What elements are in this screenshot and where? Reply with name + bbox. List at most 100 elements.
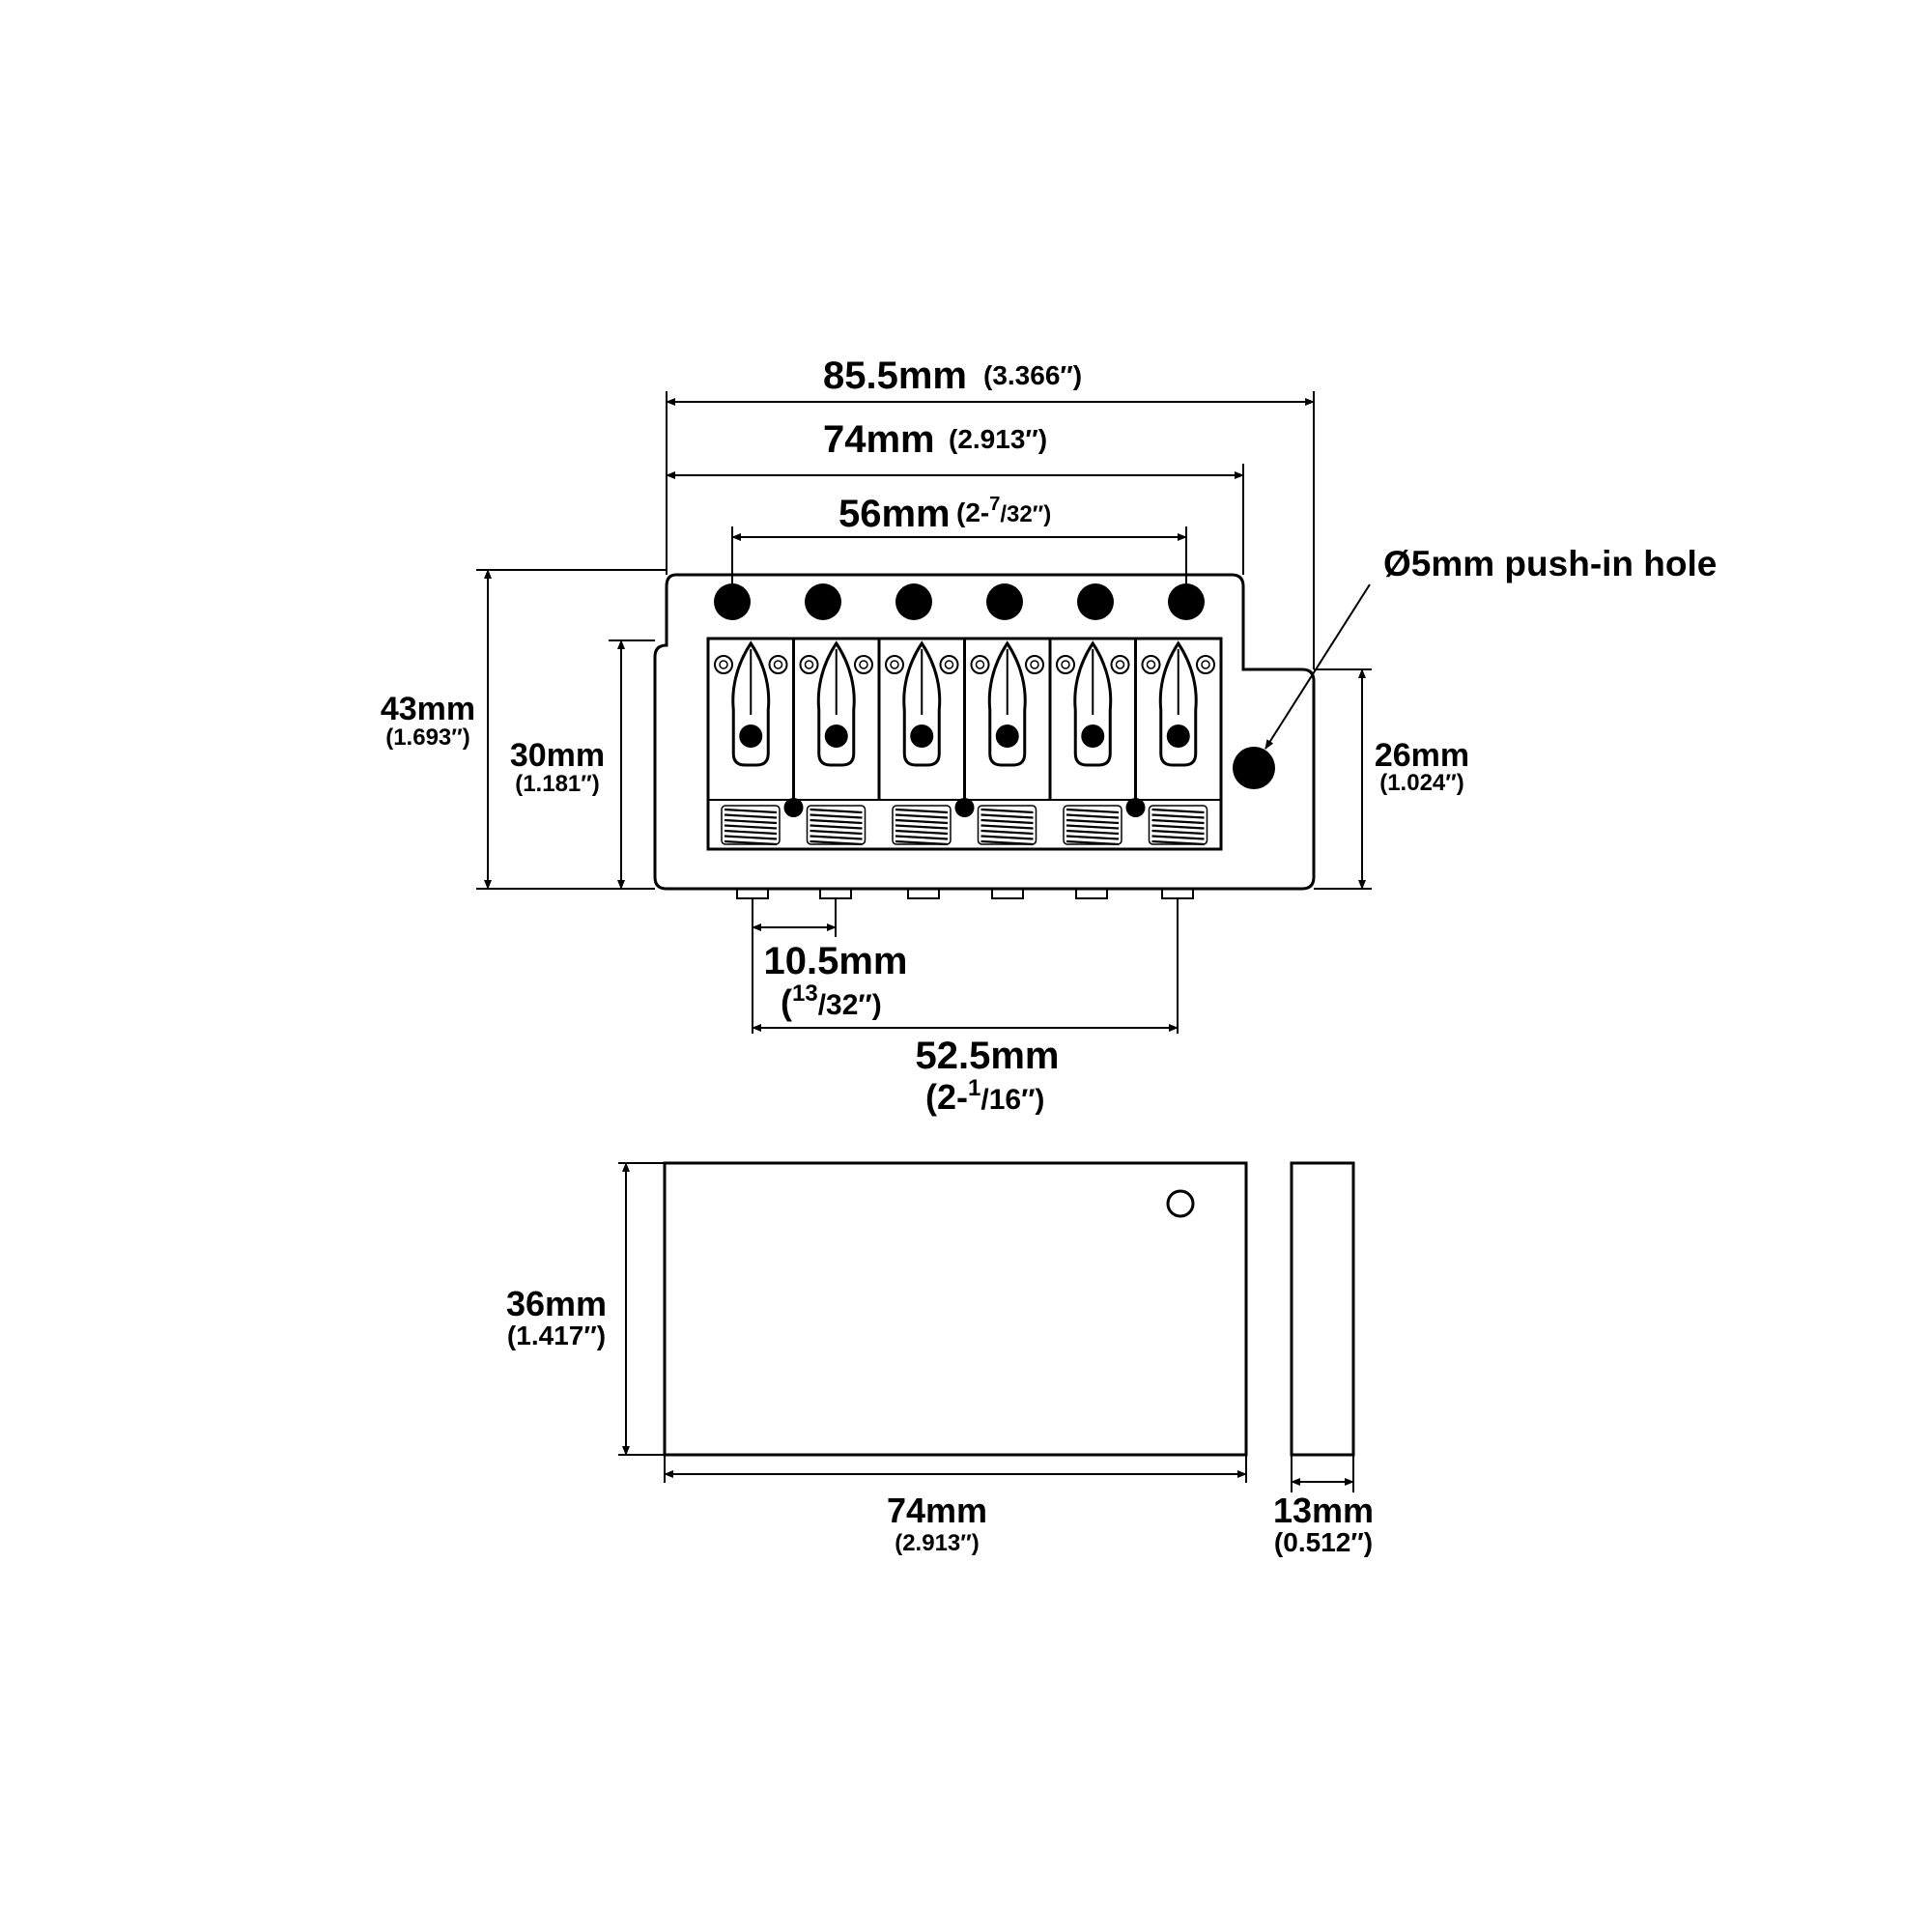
string-hole (1168, 583, 1205, 620)
screw (991, 888, 1024, 899)
block-dimension-lines (618, 1162, 1354, 1492)
block-screw-hole (1166, 1189, 1195, 1218)
saddle-groove (731, 640, 771, 767)
saddle-screw-icon (970, 655, 990, 674)
spring-coil (895, 808, 949, 814)
spring-coil (1065, 839, 1120, 846)
saddle-screw-center (890, 660, 899, 669)
saddle-screw-icon (885, 655, 904, 674)
string-spacing-metric: 56mm (838, 493, 951, 535)
width-total-metric: 85.5mm (823, 355, 967, 397)
spring-coil (1151, 829, 1205, 836)
height-right-imperial: (1.024″) (1379, 770, 1464, 796)
saddle-hole (1166, 724, 1190, 748)
saddle-screw-icon (799, 655, 819, 674)
string-hole (714, 583, 751, 620)
spring-coil (1065, 813, 1120, 819)
string-hole (805, 583, 841, 620)
saddle-hole (739, 724, 763, 748)
width-total-imperial: (3.366″) (983, 360, 1082, 390)
saddles (714, 639, 1215, 846)
saddle-screw-icon (768, 655, 788, 674)
saddle-screw-icon (854, 655, 873, 674)
saddle-groove (1073, 640, 1113, 767)
saddle-screw-center (773, 660, 783, 669)
spring-coil (895, 829, 949, 836)
sustain-block (663, 1161, 1355, 1457)
spring-coil (1151, 813, 1205, 819)
screw-spacing-imperial: (13/32″) (781, 980, 882, 1022)
saddle-hole (995, 724, 1019, 748)
spring-coil (810, 835, 863, 840)
dimension-lines (476, 391, 1372, 1034)
spring-coil (895, 824, 949, 830)
string-hole (895, 583, 932, 620)
spring-coil (1065, 818, 1120, 825)
screw (1075, 888, 1108, 899)
mounting-screws (736, 888, 1194, 899)
push-in-hole (1233, 747, 1275, 789)
intonation-spring (1063, 805, 1122, 845)
spring-coil (980, 813, 1034, 819)
spring-coil (980, 835, 1034, 840)
saddle-screw-center (1201, 660, 1210, 669)
saddle-screw-icon (1025, 655, 1044, 674)
spring-coil (1065, 808, 1120, 814)
spring-screw-head (1125, 798, 1146, 817)
saddle-screw-center (944, 660, 954, 669)
height-saddle-metric: 30mm (510, 737, 605, 774)
block-side-view (1290, 1161, 1355, 1457)
block-depth-imperial: (0.512″) (1274, 1527, 1373, 1557)
spring-coil (1065, 824, 1120, 830)
spring-coil (895, 839, 949, 846)
screw-span-metric: 52.5mm (916, 1035, 1060, 1077)
bridge-baseplate (653, 573, 1316, 891)
string-hole (986, 583, 1023, 620)
spring-coil (980, 808, 1034, 814)
spring-coil (810, 839, 863, 846)
spring-coil (724, 818, 778, 825)
saddle-screw-icon (1110, 655, 1130, 674)
saddle-groove (902, 640, 942, 767)
saddle-groove (1158, 640, 1198, 767)
spring-coil (1151, 808, 1205, 814)
spring-coil (810, 829, 863, 836)
saddle-hole (1081, 724, 1105, 748)
block-depth-metric: 13mm (1273, 1491, 1374, 1530)
saddle-screw-icon (939, 655, 959, 674)
spring-coil (895, 813, 949, 819)
saddle-screw-center (975, 660, 985, 669)
height-total-imperial: (1.693″) (385, 724, 470, 751)
saddle-hole (910, 724, 934, 748)
spring-coil (1151, 818, 1205, 825)
intonation-spring (892, 805, 952, 845)
intonation-spring (1148, 805, 1208, 845)
intonation-spring (977, 805, 1037, 845)
spring-coil (724, 829, 778, 836)
spring-coil (980, 839, 1034, 846)
block-width-metric: 74mm (887, 1491, 987, 1530)
spring-coil (810, 813, 863, 819)
spring-coil (980, 829, 1034, 836)
spring-coil (1065, 835, 1120, 840)
saddle-hole (824, 724, 848, 748)
intonation-spring (806, 805, 867, 845)
saddle-screw-center (1030, 660, 1039, 669)
saddle-screw-center (804, 660, 814, 669)
saddle-screw-center (1061, 660, 1070, 669)
saddle-groove (816, 640, 856, 767)
saddle-screw-icon (1141, 655, 1161, 674)
saddle-screw-icon (1196, 655, 1215, 674)
spring-coil (1151, 839, 1205, 846)
spring-coil (810, 818, 863, 825)
saddle-groove (987, 640, 1027, 767)
block-height-imperial: (1.417″) (507, 1321, 606, 1350)
spring-screw-head (954, 798, 975, 817)
spring-screw-head (783, 798, 804, 817)
intonation-spring (721, 805, 781, 845)
screw (907, 888, 940, 899)
spring-coil (1151, 835, 1205, 840)
spring-coil (724, 839, 778, 846)
block-height-metric: 36mm (506, 1284, 607, 1323)
spring-coil (980, 824, 1034, 830)
